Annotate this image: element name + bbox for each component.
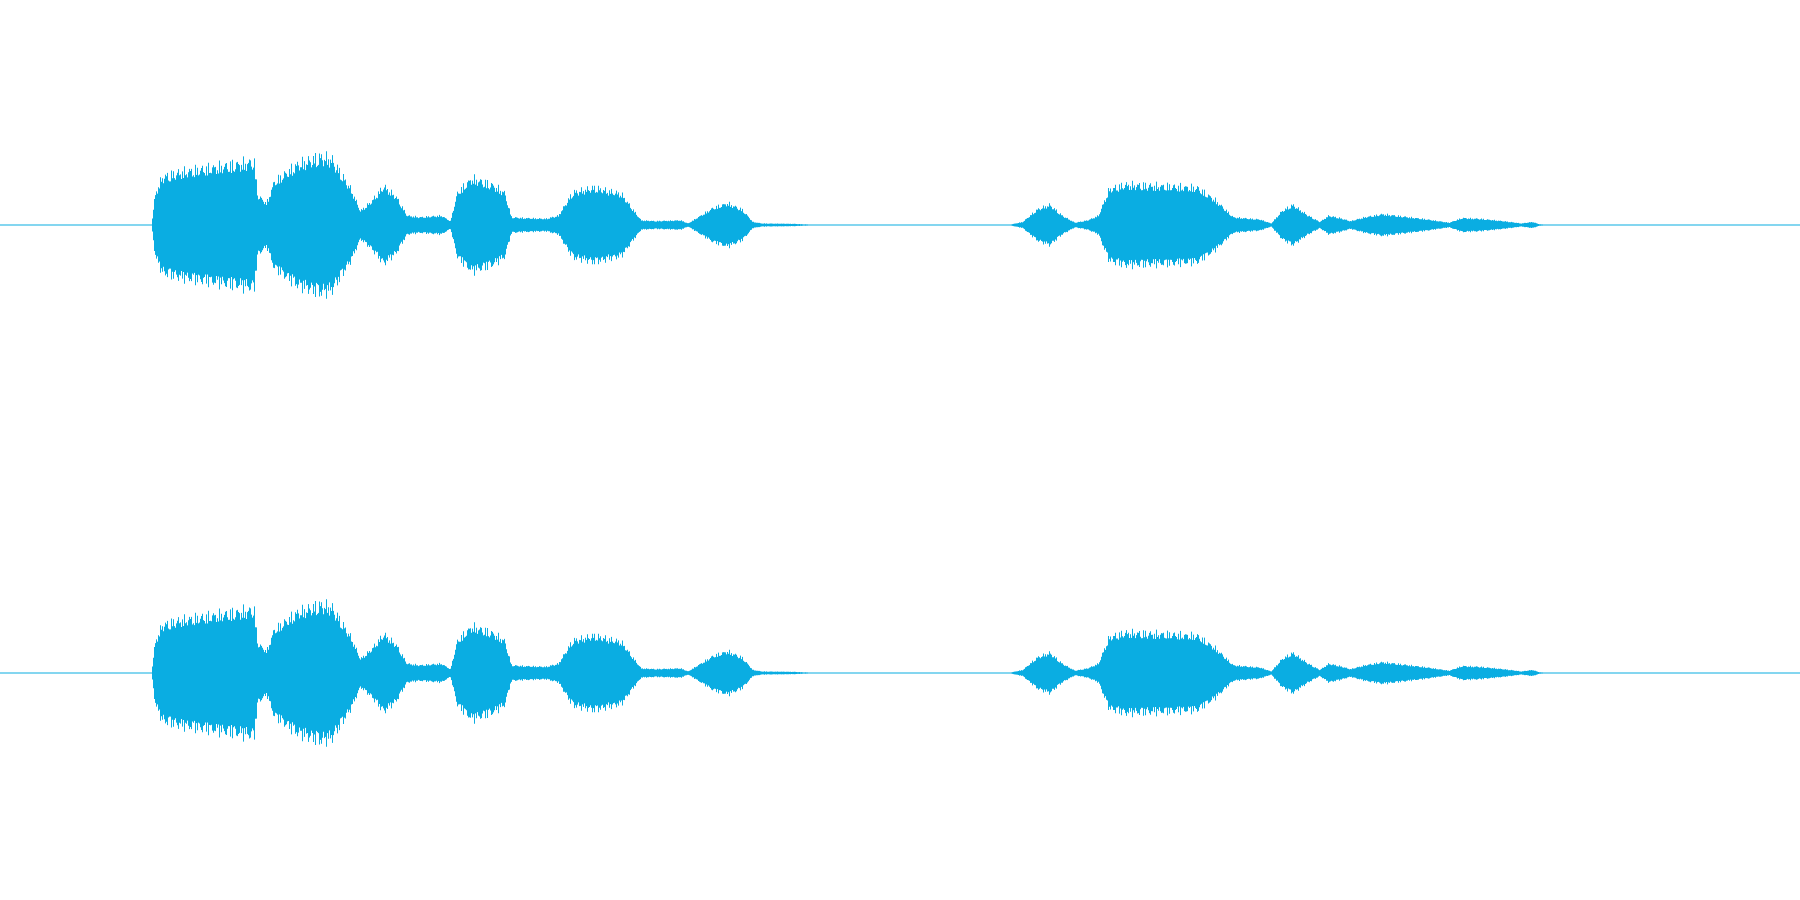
channel-1-waveform — [0, 151, 1800, 299]
waveform-signal — [152, 599, 1548, 747]
channel-2-waveform — [0, 599, 1800, 747]
waveform-signal — [152, 151, 1548, 299]
